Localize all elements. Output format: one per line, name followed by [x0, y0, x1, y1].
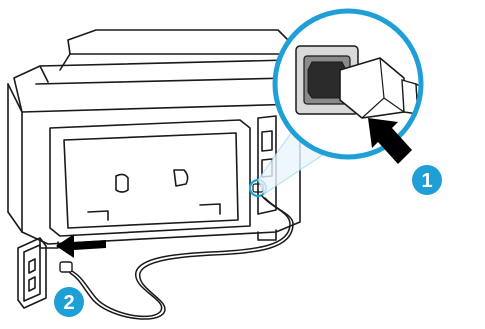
printer-lid	[68, 30, 292, 54]
outlet-plug	[60, 262, 72, 272]
rear-access-panel	[50, 120, 250, 236]
outlet-socket-top	[29, 259, 35, 273]
callout-2: 2	[54, 287, 84, 317]
panel-latch-right	[174, 170, 188, 186]
callout-2-label: 2	[63, 292, 74, 314]
callout-1-label: 1	[421, 170, 432, 192]
callout-1: 1	[412, 165, 442, 195]
printer-top-body	[14, 60, 300, 112]
printer	[8, 30, 300, 248]
outlet-socket-bottom	[29, 277, 35, 291]
outlet-arrow	[56, 234, 106, 258]
panel-latch-left	[116, 174, 128, 192]
